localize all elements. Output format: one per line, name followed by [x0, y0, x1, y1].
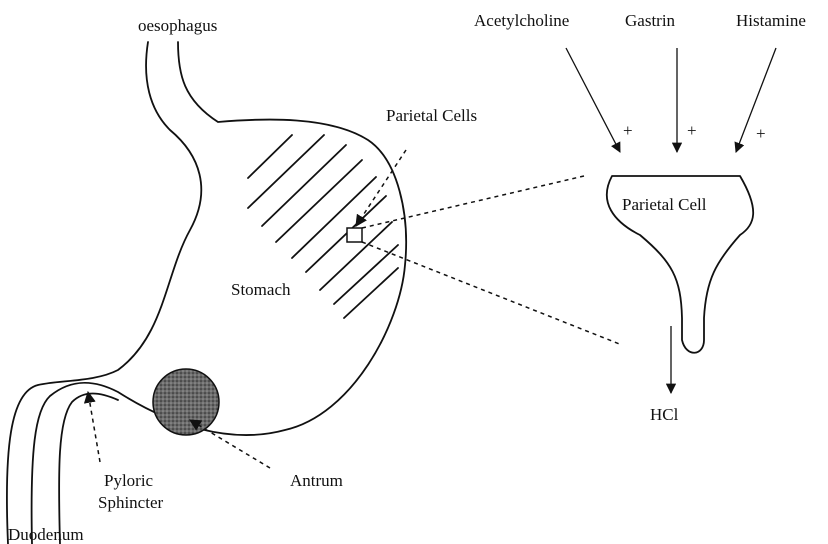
- stomach-label: Stomach: [231, 280, 291, 299]
- parietal-cells-label: Parietal Cells: [386, 106, 477, 125]
- magnify-line-bottom: [362, 242, 622, 345]
- parietal-cell-label: Parietal Cell: [622, 195, 707, 214]
- acetylcholine-sign: +: [623, 121, 633, 140]
- antrum-label: Antrum: [290, 471, 343, 490]
- duodenum-label: Duodenum: [8, 525, 84, 544]
- stomach-inner-wall: [7, 42, 201, 544]
- antrum-region: [153, 369, 219, 435]
- duodenum-inner-wall: [59, 394, 118, 544]
- pyloric-sphincter-pointer: [88, 392, 100, 462]
- pyloric-label: Pyloric: [104, 471, 154, 490]
- sphincter-label: Sphincter: [98, 493, 163, 512]
- magnify-line-top: [362, 176, 584, 228]
- acetylcholine-label: Acetylcholine: [474, 11, 569, 30]
- magnified-region-square: [347, 228, 362, 242]
- histamine-sign: +: [756, 124, 766, 143]
- gastrin-sign: +: [687, 121, 697, 140]
- histamine-label: Histamine: [736, 11, 806, 30]
- hcl-label: HCl: [650, 405, 679, 424]
- oesophagus-label: oesophagus: [138, 16, 217, 35]
- stomach-outer-wall: [32, 42, 407, 544]
- gastrin-label: Gastrin: [625, 11, 676, 30]
- acetylcholine-arrow: [566, 48, 620, 152]
